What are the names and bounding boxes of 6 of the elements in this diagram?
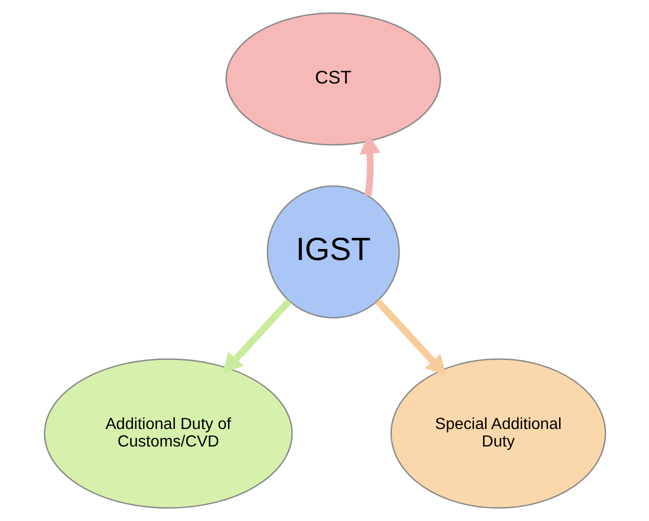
node-ellipse: CST [225,12,441,146]
node-ellipse: Special Additional Duty [390,358,606,509]
node-circle: IGST [266,185,400,318]
node-ellipse: Additional Duty of Customs/CVD [43,358,292,509]
arrow [222,298,292,374]
arrow [374,298,446,376]
